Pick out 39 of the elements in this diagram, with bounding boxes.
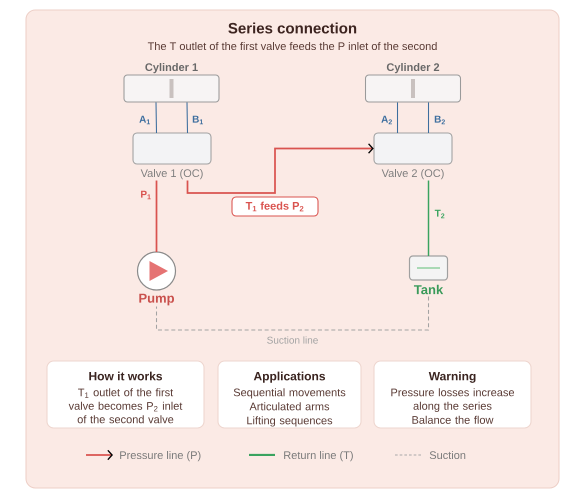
edge-label: T$_{1}$ feeds P$_{2}$	[231, 196, 319, 217]
card-text: Pressure losses increase along the series	[391, 388, 514, 412]
card-text: T$_{1}$ outlet of the first valve becomes P$_{2}$ inlet of the second valve	[68, 388, 182, 424]
info-card	[46, 360, 205, 429]
node-heading: Cylinder 1	[145, 62, 198, 74]
port-label: B$_{1}$	[192, 116, 204, 124]
edge-label: Suction line	[267, 336, 318, 344]
node-heading: Cylinder 2	[386, 62, 440, 74]
dashed-line	[156, 296, 430, 331]
node-label: Pump	[139, 294, 174, 306]
connector-line	[428, 102, 430, 133]
port-label: T$_{2}$	[434, 210, 444, 218]
legend-label: Pressure line (P)	[120, 450, 200, 462]
card-heading: Warning	[428, 372, 476, 383]
card-text: Lifting sequences	[247, 416, 332, 427]
node-label: Valve 1 (OC)	[140, 168, 203, 180]
info-card	[373, 360, 532, 429]
connector-line	[186, 102, 188, 133]
node-label: Tank	[414, 284, 444, 294]
port-label: P$_{1}$	[141, 190, 151, 200]
connector-line	[155, 102, 158, 133]
card-text: Sequential movements	[234, 388, 346, 398]
legend-label: Suction	[430, 450, 466, 460]
port-label: B$_{2}$	[434, 116, 445, 124]
port-label: A$_{2}$	[381, 116, 392, 124]
arrow	[186, 143, 374, 194]
subtitle: The T outlet of the first valve feeds the P inlet of the second	[148, 42, 437, 50]
title: Series connection	[228, 22, 356, 34]
connector-line	[156, 180, 158, 252]
port-label: A$_{1}$	[139, 116, 150, 124]
legend-label: Return line (T)	[284, 450, 353, 462]
info-card	[217, 360, 362, 429]
node-label: Valve 2 (OC)	[382, 168, 444, 180]
card-heading: Applications	[254, 372, 326, 383]
card-text: Articulated arms	[249, 402, 330, 410]
connector-line	[428, 180, 430, 256]
connector-line	[396, 102, 398, 133]
card-text: Balance the flow	[412, 416, 494, 424]
card-heading: How it works	[89, 372, 162, 380]
